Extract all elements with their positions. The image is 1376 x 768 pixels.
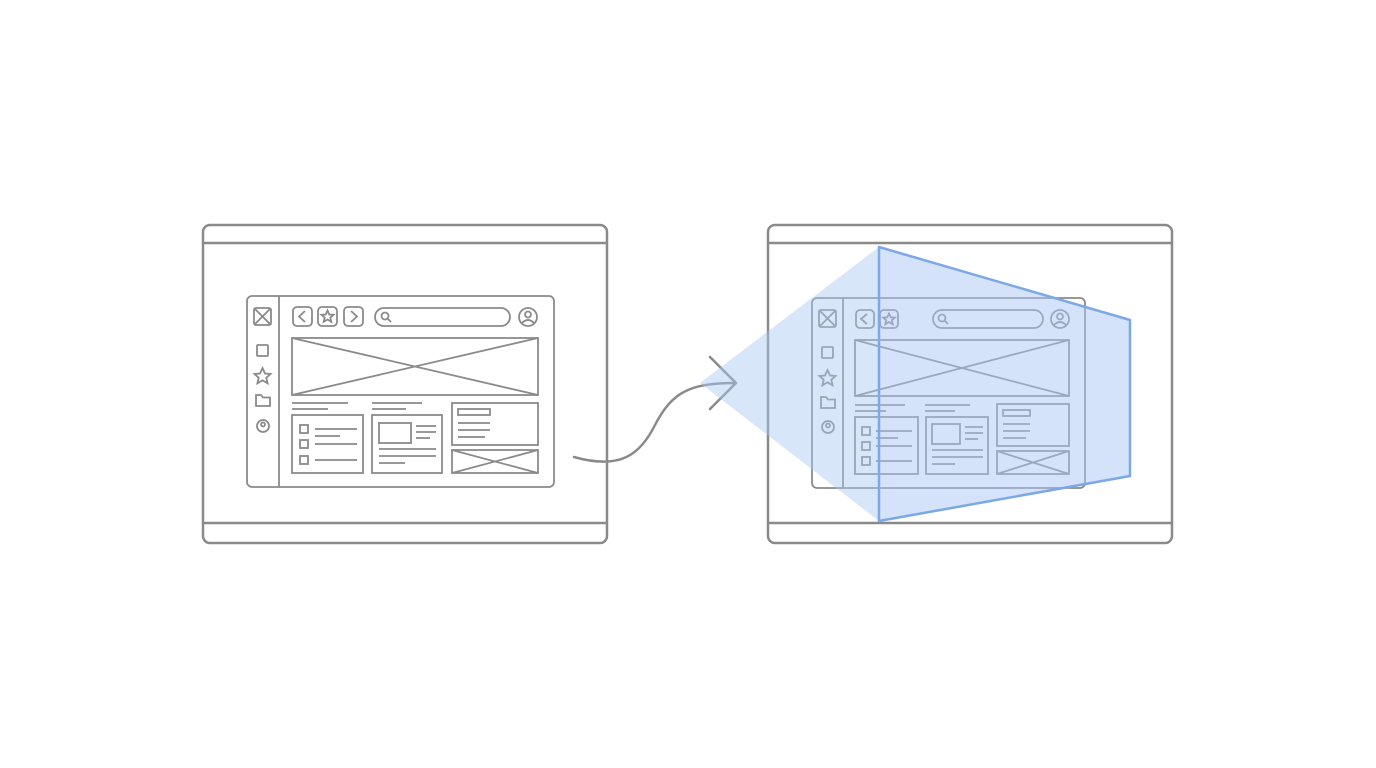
checklist-card [291,414,364,474]
star-icon [317,306,338,327]
text-card [451,402,539,446]
square-icon [256,344,269,357]
folder-icon [820,396,836,409]
search-icon [380,311,392,323]
projection-screen [877,245,1132,523]
square-icon [821,346,834,359]
projection-beam-left [700,247,879,521]
star-icon [252,365,273,386]
media-card [371,414,443,474]
curved-arrow-connector [572,355,738,463]
star-icon [817,367,838,388]
close-box-icon [818,309,837,328]
left-browser-wireframe [246,295,555,488]
search-bar [374,307,511,327]
back-icon [855,309,875,329]
back-icon [292,306,313,327]
hero-image-placeholder [291,337,539,396]
profile-icon [518,307,538,327]
user-circle-icon [256,419,270,433]
user-circle-icon [821,420,835,434]
small-image-placeholder [451,449,539,474]
right-monitor-frame [766,223,1174,545]
folder-icon [255,394,271,407]
arrow-curve [572,381,737,463]
left-monitor-frame [201,223,609,545]
projection-highlight [700,245,1132,523]
close-box-icon [253,307,272,326]
arrow-head [708,355,738,411]
forward-icon [343,306,364,327]
